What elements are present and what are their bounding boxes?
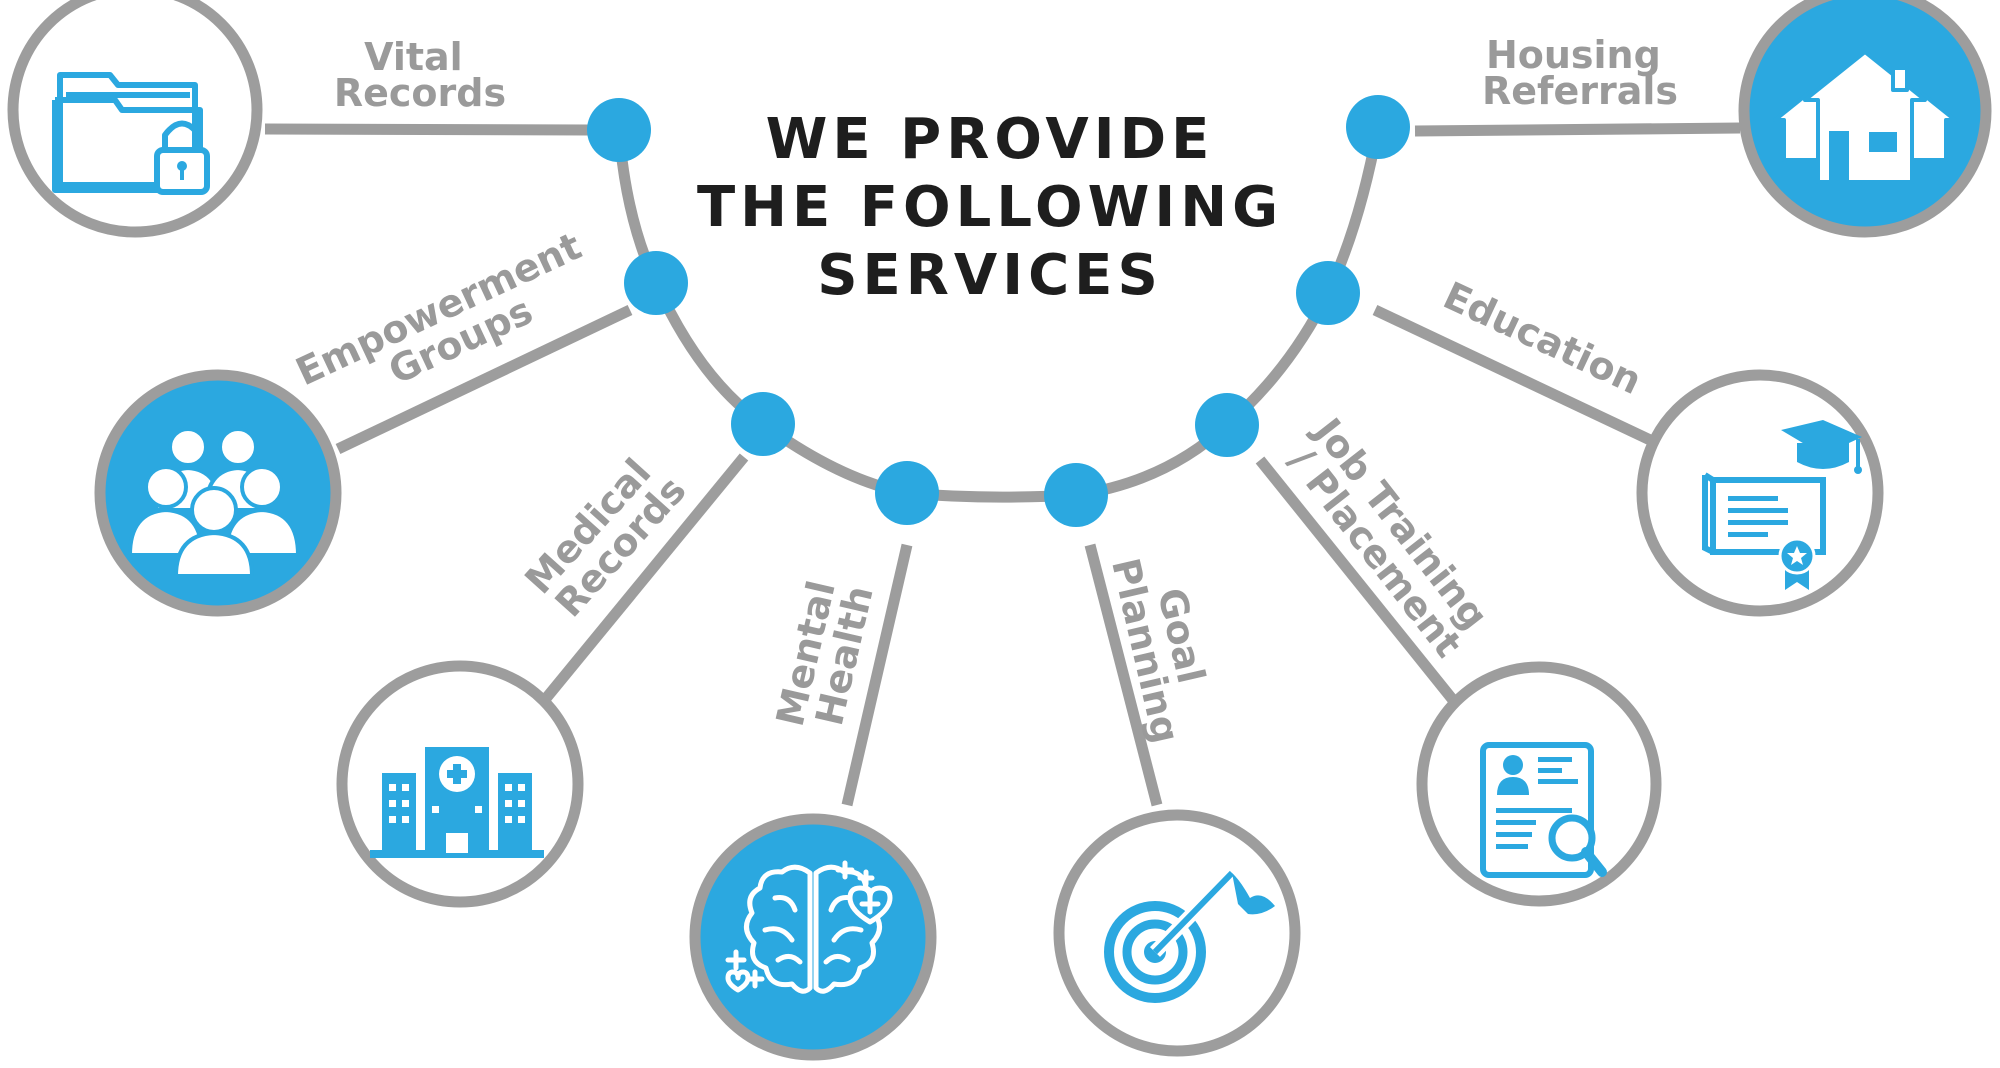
spoke-connectors <box>264 122 1741 807</box>
title-line-1: WE PROVIDE <box>766 107 1215 172</box>
title-line-3: SERVICES <box>817 243 1163 308</box>
title-line-2: THE FOLLOWING <box>697 175 1283 240</box>
service-job-training <box>1416 661 1662 907</box>
spoke-job-training <box>1255 456 1462 709</box>
diploma-graduation-icon <box>1702 420 1862 590</box>
node-dot <box>1044 463 1108 527</box>
service-goal-planning <box>1053 809 1301 1057</box>
spoke-goal-planning <box>1084 543 1163 807</box>
node-dot <box>731 392 795 456</box>
node-dot <box>875 461 939 525</box>
node-dot <box>1296 261 1360 325</box>
folder-lock-icon <box>52 72 210 195</box>
houses-icon <box>1773 50 1957 184</box>
people-group-icon <box>127 427 301 578</box>
service-medical-records <box>336 660 584 908</box>
spoke-medical-records <box>538 453 749 706</box>
service-vital-records <box>7 0 263 238</box>
node-dot <box>1195 393 1259 457</box>
label-job-training: Job Training / Placement <box>1274 408 1505 672</box>
service-education <box>1636 369 1884 617</box>
spoke-mental-health <box>841 543 913 807</box>
node-dot <box>1346 95 1410 159</box>
hospital-icon <box>370 747 544 858</box>
node-dot <box>624 251 688 315</box>
spoke-housing <box>1414 122 1741 137</box>
service-mental-health <box>689 813 937 1061</box>
spoke-education <box>1372 305 1668 452</box>
target-flag-icon <box>1104 868 1275 1003</box>
service-housing <box>1738 0 1992 238</box>
node-dots <box>587 95 1410 527</box>
diagram-title: WE PROVIDE THE FOLLOWING SERVICES <box>697 107 1283 308</box>
brain-icon <box>725 860 893 994</box>
label-housing: Housing Referrals <box>1482 33 1678 113</box>
spoke-empowerment <box>335 305 633 454</box>
label-vital-records: Vital Records <box>334 35 506 115</box>
spoke-vital-records <box>264 123 591 136</box>
service-empowerment <box>94 369 342 617</box>
resume-search-icon <box>1480 742 1607 878</box>
node-dot <box>587 98 651 162</box>
label-medical-records: Medical Records <box>516 440 696 627</box>
